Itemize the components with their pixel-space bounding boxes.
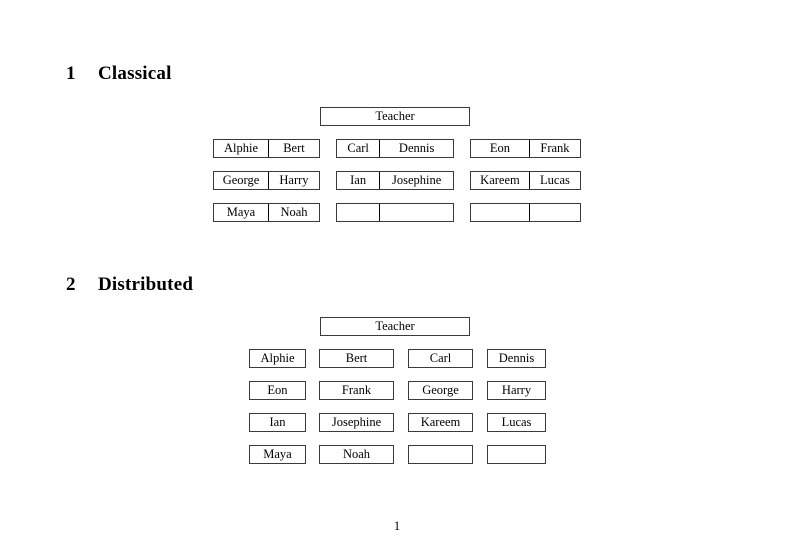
student-box: Dennis xyxy=(487,349,546,368)
student-cell: George xyxy=(222,173,260,187)
student-group: George Harry xyxy=(213,171,320,190)
student-box: Frank xyxy=(319,381,394,400)
student-box xyxy=(408,445,473,464)
student-box: Harry xyxy=(487,381,546,400)
student-group: Kareem Lucas xyxy=(470,171,581,190)
student-cell xyxy=(471,204,529,221)
student-cell: Alphie xyxy=(223,141,258,155)
student-box: George xyxy=(408,381,473,400)
student-cell: Noah xyxy=(267,204,319,221)
section-number: 1 xyxy=(66,63,76,84)
section-heading-classical: 1 Classical xyxy=(66,63,172,85)
section-title: Distributed xyxy=(98,274,194,295)
student-box: Kareem xyxy=(408,413,473,432)
student-cell: Kareem xyxy=(480,173,520,187)
section-heading-distributed: 2 Distributed xyxy=(66,274,193,296)
student-cell: Frank xyxy=(528,140,580,157)
student-cell: Harry xyxy=(267,172,319,189)
student-box: Ian xyxy=(249,413,306,432)
student-cell: Ian xyxy=(350,173,367,187)
student-cell: Bert xyxy=(267,140,319,157)
student-cell xyxy=(337,204,379,221)
student-cell: Maya xyxy=(226,205,256,219)
student-box: Maya xyxy=(249,445,306,464)
student-box: Bert xyxy=(319,349,394,368)
student-cell: Josephine xyxy=(379,172,453,189)
student-box: Noah xyxy=(319,445,394,464)
student-cell: Eon xyxy=(489,141,511,155)
student-group xyxy=(470,203,581,222)
student-box: Alphie xyxy=(249,349,306,368)
student-cell: Lucas xyxy=(528,172,580,189)
student-cell: Dennis xyxy=(379,140,453,157)
student-group: Carl Dennis xyxy=(336,139,454,158)
teacher-box-distributed: Teacher xyxy=(320,317,470,336)
student-group xyxy=(336,203,454,222)
student-box: Lucas xyxy=(487,413,546,432)
page-number: 1 xyxy=(393,519,401,533)
student-box: Eon xyxy=(249,381,306,400)
student-box: Josephine xyxy=(319,413,394,432)
student-cell: Carl xyxy=(347,141,369,155)
student-group: Eon Frank xyxy=(470,139,581,158)
section-number: 2 xyxy=(66,274,76,295)
student-box: Carl xyxy=(408,349,473,368)
student-cell xyxy=(528,204,580,221)
student-group: Alphie Bert xyxy=(213,139,320,158)
student-cell xyxy=(379,204,453,221)
student-group: Ian Josephine xyxy=(336,171,454,190)
teacher-box-classical: Teacher xyxy=(320,107,470,126)
student-box xyxy=(487,445,546,464)
student-group: Maya Noah xyxy=(213,203,320,222)
section-title: Classical xyxy=(98,63,172,84)
